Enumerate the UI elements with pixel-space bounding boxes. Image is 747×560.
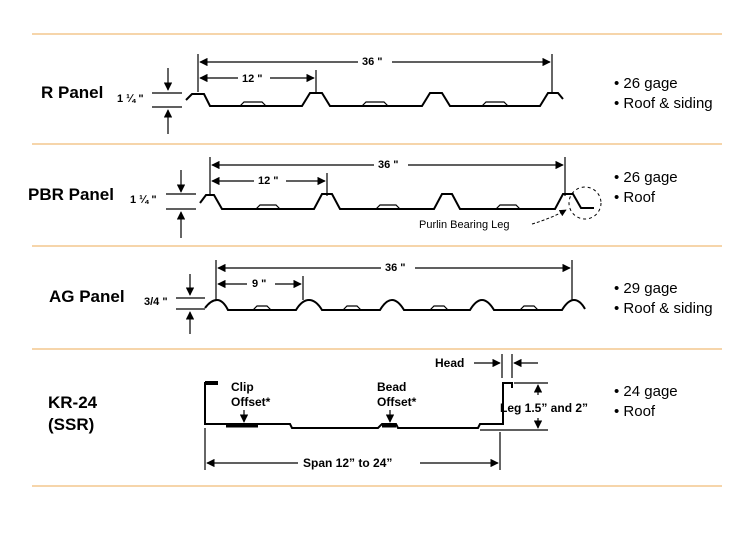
kr24-span-dimension xyxy=(204,428,501,470)
r-panel-ribs xyxy=(239,101,509,107)
kr24-profile xyxy=(204,382,513,429)
pbr-panel-title: PBR Panel xyxy=(28,185,114,204)
bead-offset-mark xyxy=(382,425,396,428)
kr24-spec-use: • Roof xyxy=(614,403,656,420)
pbr-panel-spec-gage: • 26 gage xyxy=(614,169,678,186)
pbr-panel-height-label: 1 ¼ " xyxy=(130,194,157,206)
pbr-panel-section: PBR Panel 1 ¼ " 36 " 12 " Purlin Bearing… xyxy=(28,157,678,238)
ag-panel-section: AG Panel 3/4 " 36 " 9 " • 29 gage • Roof… xyxy=(49,260,713,334)
ag-panel-spec-gage: • 29 gage xyxy=(614,280,678,297)
kr24-seam-cap xyxy=(205,381,218,385)
clip-offset-label-line1: Clip xyxy=(231,380,254,394)
bead-offset-label-line2: Offset* xyxy=(377,395,417,409)
purlin-bearing-leg-highlight xyxy=(568,186,602,220)
ag-panel-spacing-label: 9 " xyxy=(252,278,266,290)
pbr-panel-ribs xyxy=(255,204,521,210)
r-panel-profile xyxy=(185,92,564,107)
r-panel-spec-use: • Roof & siding xyxy=(614,95,713,112)
kr24-leg-label: Leg 1.5” and 2” xyxy=(500,401,588,415)
ag-panel-height-label: 3/4 " xyxy=(144,296,168,308)
pbr-panel-spec-use: • Roof xyxy=(614,189,656,206)
r-panel-title: R Panel xyxy=(41,83,103,102)
clip-offset-mark xyxy=(226,425,258,428)
ag-panel-profile xyxy=(204,298,586,311)
r-panel-width-label: 36 " xyxy=(362,56,383,68)
pbr-panel-profile xyxy=(199,193,594,210)
kr24-leg-dimension xyxy=(514,382,548,429)
kr24-head-label: Head xyxy=(435,356,464,370)
kr24-spec-gage: • 24 gage xyxy=(614,383,678,400)
ag-panel-ribs xyxy=(252,305,539,311)
kr24-section: KR-24 (SSR) Clip Offset* Bead Offset* He… xyxy=(48,354,678,470)
pbr-panel-spacing-label: 12 " xyxy=(258,175,279,187)
pbr-panel-height-arrows xyxy=(166,170,196,238)
r-panel-spacing-label: 12 " xyxy=(242,73,263,85)
clip-offset-label-line2: Offset* xyxy=(231,395,271,409)
r-panel-height-label: 1 ¼ " xyxy=(117,93,144,105)
bead-offset-label-line1: Bead xyxy=(377,380,406,394)
r-panel-spec-gage: • 26 gage xyxy=(614,75,678,92)
section-dividers xyxy=(32,33,722,487)
ag-panel-title: AG Panel xyxy=(49,287,125,306)
ag-panel-width-label: 36 " xyxy=(385,262,406,274)
pbr-panel-width-label: 36 " xyxy=(378,159,399,171)
kr24-head-dimension xyxy=(474,354,538,378)
kr24-title-line2: (SSR) xyxy=(48,415,94,434)
purlin-bearing-leg-pointer xyxy=(531,209,567,225)
kr24-title-line1: KR-24 xyxy=(48,393,98,412)
r-panel-height-arrows xyxy=(152,68,182,134)
kr24-span-label: Span 12” to 24” xyxy=(303,456,392,470)
ag-panel-spec-use: • Roof & siding xyxy=(614,300,713,317)
ag-panel-height-arrows xyxy=(176,274,205,334)
pbr-panel-note: Purlin Bearing Leg xyxy=(419,219,510,231)
r-panel-section: R Panel 1 ¼ " 36 " 12 " • 26 gage • Roof… xyxy=(41,54,713,134)
